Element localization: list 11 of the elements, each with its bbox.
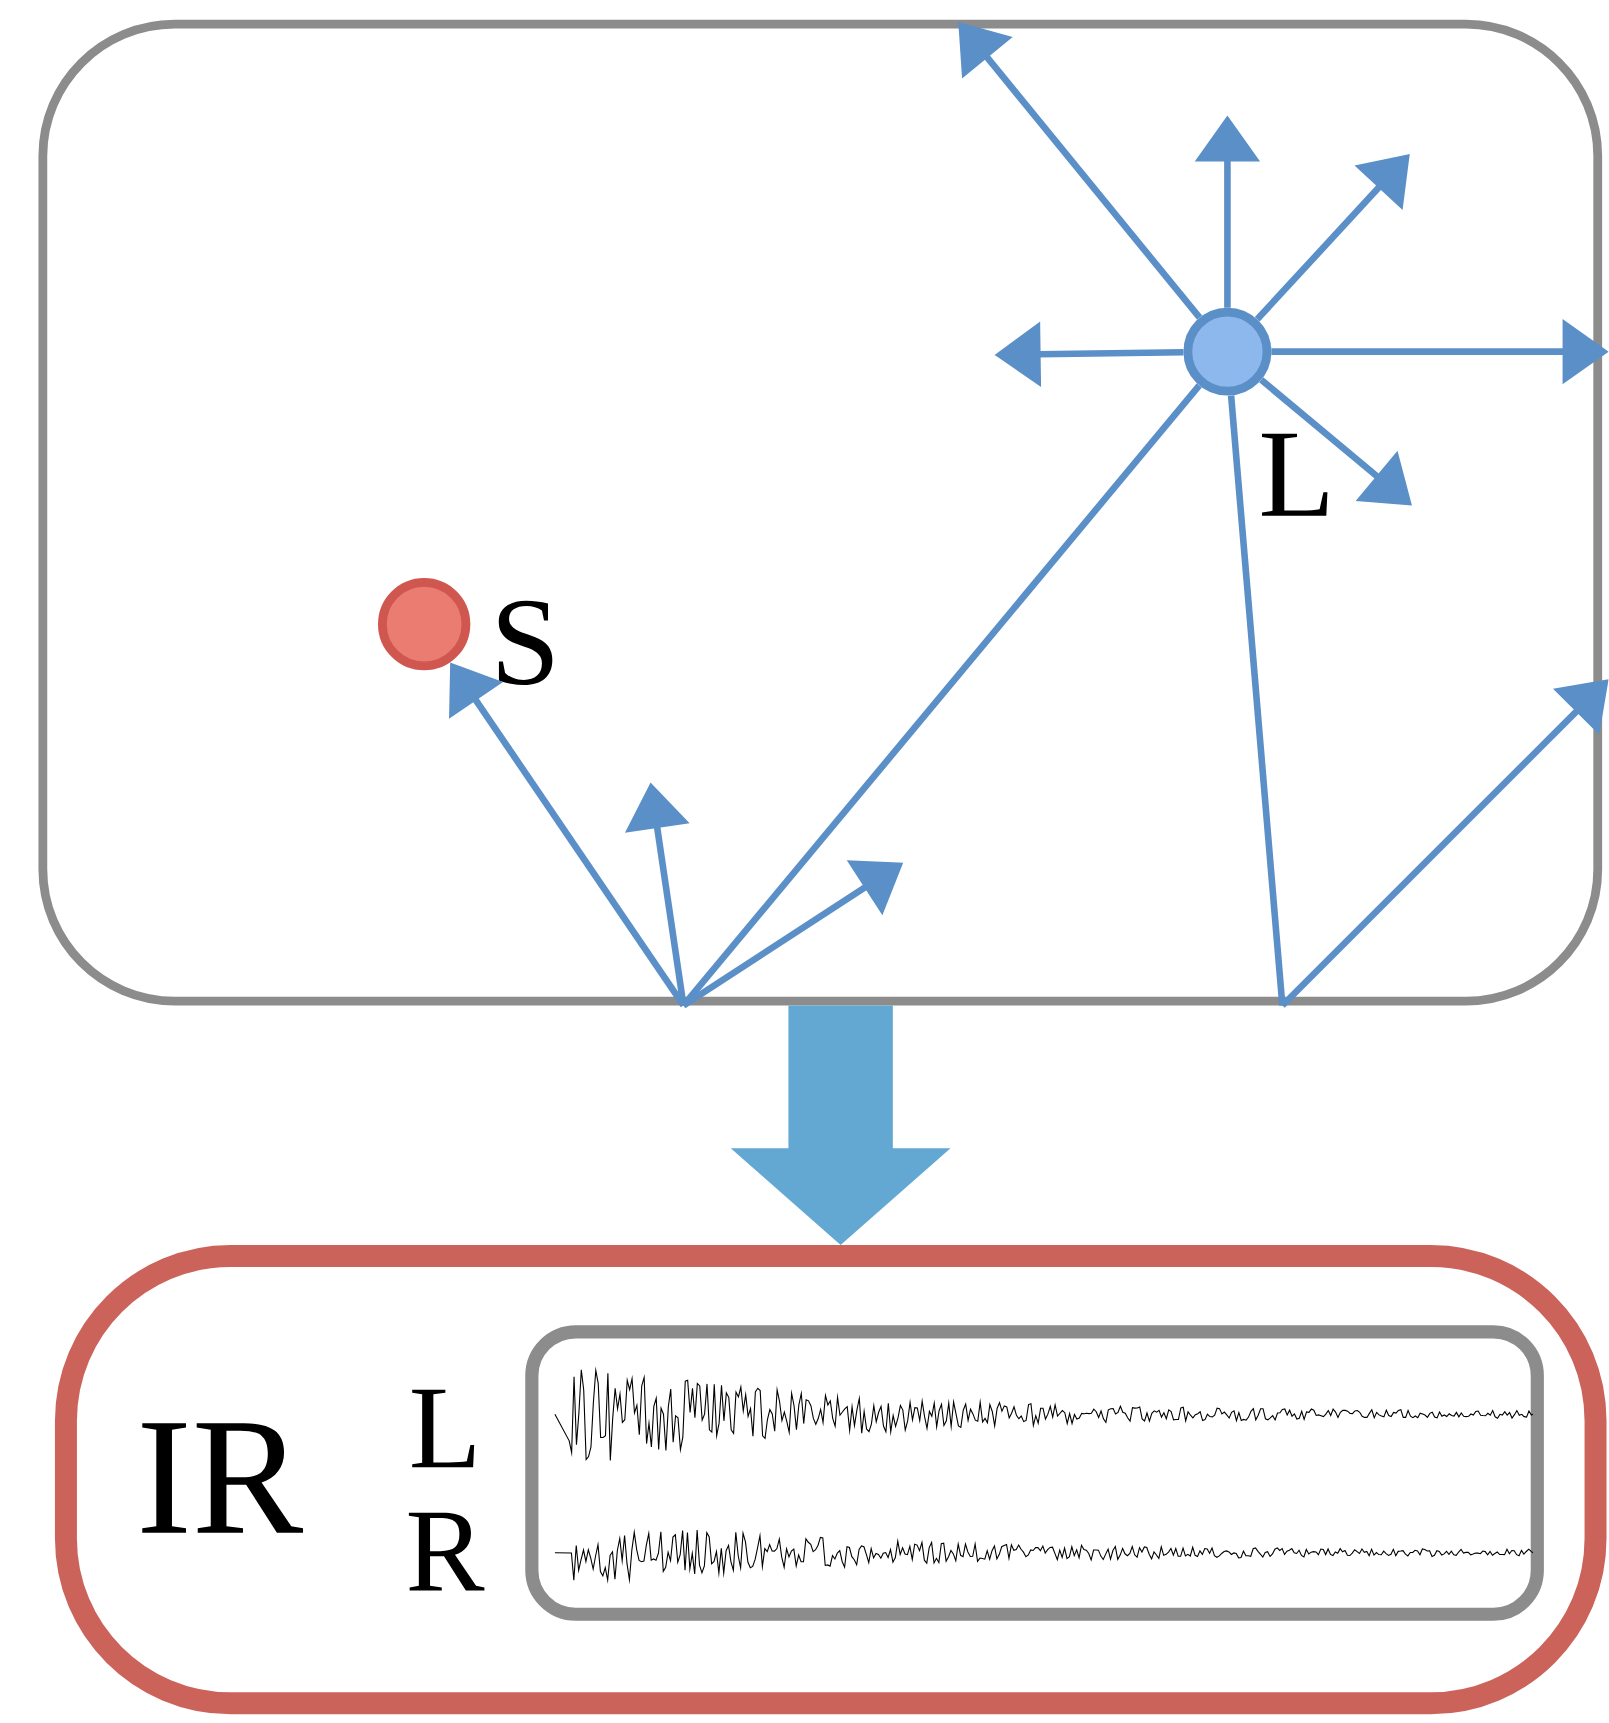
ray-arrow xyxy=(1280,679,1609,1008)
listener-label: L xyxy=(1262,433,1328,516)
channel-label: R xyxy=(409,1512,485,1591)
room-outline xyxy=(38,19,1603,1006)
ray-line xyxy=(1227,395,1286,1006)
source-label: S xyxy=(498,600,553,685)
listener-dot xyxy=(1183,307,1272,396)
channel-label: L xyxy=(412,1389,475,1468)
waveform-frame xyxy=(525,1325,1545,1621)
block-arrow xyxy=(730,1005,951,1245)
source-dot xyxy=(378,578,471,671)
